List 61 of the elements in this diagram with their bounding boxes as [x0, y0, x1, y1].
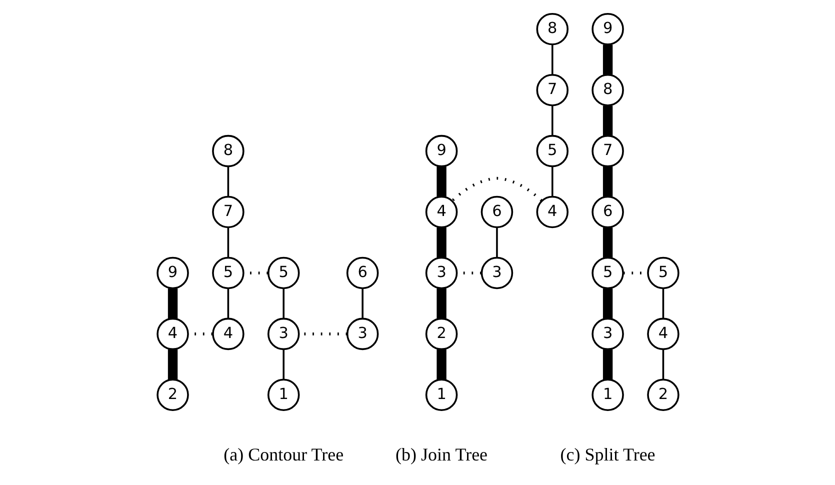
connector [226, 288, 229, 319]
connector [550, 166, 553, 197]
connector [602, 166, 612, 197]
connector [550, 106, 553, 136]
connector [662, 288, 664, 319]
node-circle: 1 [424, 378, 458, 412]
node-circle: 8 [212, 134, 244, 168]
connector [436, 228, 446, 258]
node-circle: 5 [212, 256, 244, 290]
connector [167, 349, 178, 380]
node-circle: 8 [591, 74, 624, 106]
connector [496, 228, 498, 258]
label: (b) Join Tree [395, 444, 488, 465]
connector [550, 44, 553, 75]
node-circle: 2 [424, 318, 458, 350]
connector [226, 228, 229, 258]
node-circle: 3 [480, 256, 513, 290]
node-circle: 6 [480, 196, 513, 228]
connector [602, 349, 612, 380]
connector [167, 288, 178, 319]
node-circle: 3 [266, 318, 300, 350]
connector [282, 349, 284, 380]
node-circle: 9 [156, 256, 188, 290]
node-circle: 4 [646, 318, 679, 350]
node-circle: 2 [646, 378, 679, 412]
node-circle: 5 [591, 256, 624, 290]
node-circle: 9 [424, 134, 458, 168]
connector [602, 228, 612, 258]
node-circle: 7 [591, 134, 624, 168]
node-circle: 4 [212, 318, 244, 350]
connector [662, 349, 664, 380]
node-circle: 7 [212, 196, 244, 228]
node-circle: 4 [424, 196, 458, 228]
node-circle: 1 [266, 378, 300, 412]
node-circle: 5 [266, 256, 300, 290]
connector [282, 288, 284, 319]
connector [436, 166, 446, 197]
node-circle: 3 [424, 256, 458, 290]
connector [436, 288, 446, 319]
label: (c) Split Tree [560, 444, 655, 465]
connector [602, 288, 612, 319]
connector [602, 44, 612, 75]
node-circle: 4 [536, 196, 568, 228]
connector [602, 106, 612, 136]
connector [450, 176, 542, 202]
connector [226, 166, 229, 197]
node-circle: 3 [591, 318, 624, 350]
node-circle: 1 [591, 378, 624, 412]
label: (a) Contour Tree [223, 444, 344, 465]
node-circle: 7 [536, 74, 568, 106]
node-circle: 2 [156, 378, 188, 412]
node-circle: 6 [591, 196, 624, 228]
node-circle: 9 [591, 13, 624, 46]
connector [361, 288, 363, 319]
node-circle: 5 [646, 256, 679, 290]
node-circle: 5 [536, 134, 568, 168]
node-circle: 3 [346, 318, 378, 350]
node-circle: 4 [156, 318, 188, 350]
node-circle: 6 [346, 256, 378, 290]
connector [436, 349, 446, 380]
node-circle: 8 [536, 13, 568, 46]
